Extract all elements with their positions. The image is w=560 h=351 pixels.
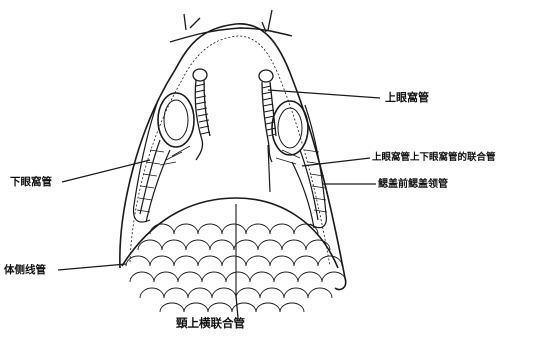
label-upper-orbital-canal: 上眼窩管 — [385, 92, 429, 103]
label-lateral-line-canal: 体侧线管 — [4, 265, 46, 276]
top-line — [170, 28, 292, 42]
leader-lower-canal — [62, 160, 150, 182]
leader-connection — [302, 158, 370, 166]
left-nostril — [193, 69, 207, 81]
label-gill-cover-canal: 鳃盖前鳃盖领管 — [378, 180, 448, 190]
scale-field-outline — [122, 198, 338, 268]
right-nostril — [259, 70, 273, 82]
right-eye-inner — [278, 108, 302, 148]
right-eye-outer — [272, 101, 308, 155]
left-canal-cells — [137, 146, 190, 212]
label-lower-orbital-canal: 下眼窩管 — [10, 177, 52, 188]
leader-lateral-line — [58, 264, 126, 270]
right-infraorbital-canal — [292, 105, 326, 228]
left-eye-outer — [158, 93, 194, 147]
label-connection-canal: 上眼窩管上下眼窩管的联合管 — [372, 153, 496, 163]
leader-upper-canal — [268, 90, 380, 98]
right-canal-cells — [276, 150, 327, 212]
head-outline — [120, 24, 346, 290]
left-eye-inner — [164, 100, 188, 140]
leader-supratemporal — [236, 296, 238, 318]
label-supratemporal-canal: 頸上横联合管 — [176, 318, 245, 330]
